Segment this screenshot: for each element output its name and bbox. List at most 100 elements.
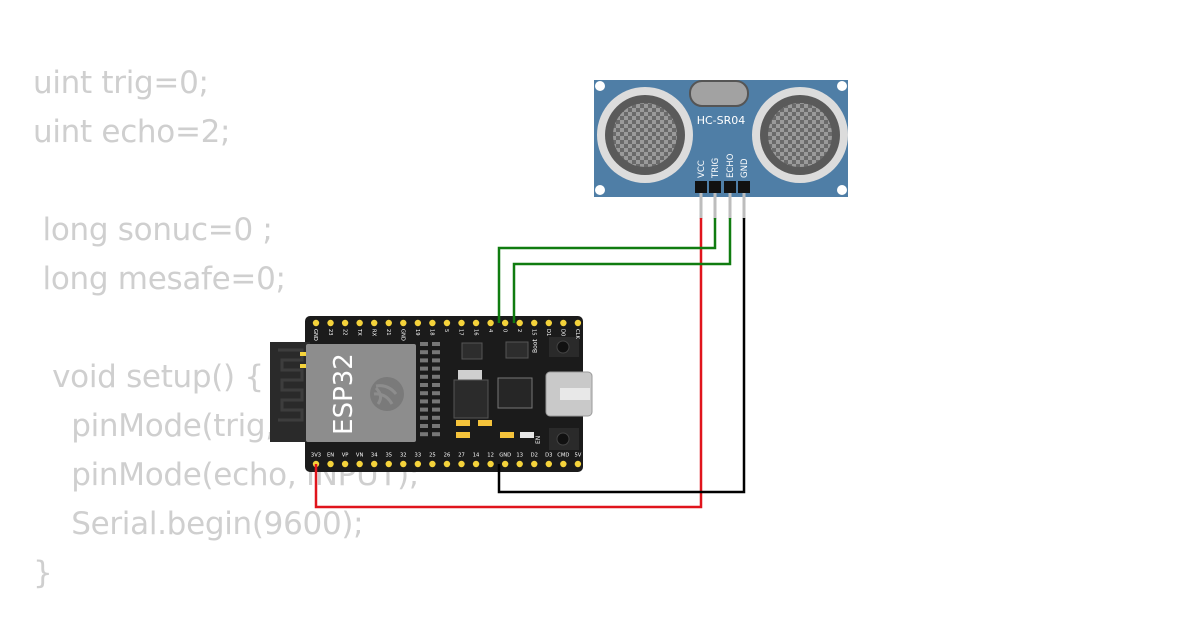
- esp32-pin-top[interactable]: [545, 319, 552, 327]
- castellation-pad: [432, 366, 440, 371]
- hc-sr04-pin[interactable]: [728, 193, 732, 219]
- esp32-pin-bottom[interactable]: [341, 460, 349, 468]
- esp32-pin-top[interactable]: [443, 319, 451, 327]
- esp32-pin-bottom[interactable]: [429, 460, 436, 468]
- antenna-trace: [278, 348, 304, 422]
- code-line: long mesafe=0;: [33, 261, 286, 297]
- esp32-pin-top[interactable]: [429, 319, 436, 327]
- esp32-pin-label-bottom: VN: [356, 453, 364, 459]
- en-label: EN: [535, 436, 542, 444]
- esp32-pin-label-top: 23: [327, 329, 333, 336]
- esp32-pin-bottom[interactable]: [385, 460, 392, 468]
- esp32-pin-top[interactable]: [385, 319, 392, 327]
- esp32-pin-top[interactable]: [312, 319, 320, 327]
- esp32-pin-bottom[interactable]: [414, 460, 422, 468]
- boot-button[interactable]: [556, 340, 570, 354]
- castellation-pad: [432, 407, 440, 412]
- esp32-pin-label-top: 2: [516, 329, 522, 332]
- esp32-pin-label-top: 0: [501, 329, 507, 332]
- led-status: [478, 420, 492, 426]
- esp32-pin-top[interactable]: [356, 319, 363, 327]
- esp32-pin-label-bottom: D2: [531, 453, 538, 459]
- esp32-pin-bottom[interactable]: [400, 460, 407, 468]
- esp32-pin-label-top: CLK: [574, 329, 580, 340]
- wire-vcc[interactable]: [314, 218, 703, 509]
- led-power: [456, 420, 470, 426]
- esp32-pin-top[interactable]: [574, 319, 582, 327]
- castellation-pad: [420, 350, 428, 355]
- hc-sr04-pin[interactable]: [713, 193, 717, 219]
- esp32-pin-label-bottom: 12: [487, 453, 494, 459]
- transducer-left: [597, 87, 693, 183]
- resistor-2: [500, 432, 514, 438]
- transducer-right: [752, 87, 848, 183]
- castellation-pad: [420, 374, 428, 379]
- esp32-pin-top[interactable]: [400, 319, 407, 327]
- castellation-pad: [420, 415, 428, 420]
- esp32-pin-label-bottom: CMD: [557, 453, 569, 459]
- hc-sr04-pin[interactable]: [742, 193, 746, 219]
- esp32-pin-label-bottom: 14: [473, 453, 480, 459]
- esp32-pin-top[interactable]: [472, 319, 480, 327]
- esp32-pin-top[interactable]: [327, 319, 334, 327]
- esp32-pin-label-top: 15: [530, 329, 536, 336]
- esp32-pin-label-top: 17: [458, 329, 464, 336]
- esp32-pin-top[interactable]: [458, 319, 465, 327]
- esp32-pin-label-top: 22: [341, 329, 347, 336]
- hc-sr04-pin-housing: [695, 181, 707, 193]
- esp32-pin-top[interactable]: [516, 319, 523, 327]
- module-castellations: [300, 342, 440, 437]
- esp32-pin-bottom[interactable]: [487, 460, 494, 468]
- esp32-pin-top[interactable]: [487, 319, 494, 327]
- esp32-pin-bottom[interactable]: [356, 460, 363, 468]
- esp32-pin-label-bottom: 25: [429, 453, 436, 459]
- esp32-pin-label-bottom: 34: [371, 453, 378, 459]
- esp32-antenna-area: [270, 342, 310, 442]
- esp32-pin-bottom[interactable]: [516, 460, 523, 468]
- esp32-pin-bottom[interactable]: [443, 460, 451, 468]
- esp32-pin-label-top: 4: [487, 329, 493, 333]
- esp32-pin-top[interactable]: [560, 319, 567, 327]
- esp32-pin-bottom[interactable]: [574, 460, 582, 468]
- hc-sr04-pin-label: TRIG: [711, 158, 721, 179]
- crystal-oscillator: [689, 80, 749, 107]
- esp32-pin-bottom[interactable]: [531, 460, 538, 468]
- esp32-pin-top[interactable]: [414, 319, 422, 327]
- esp32-pin-bottom[interactable]: [545, 460, 552, 468]
- mount-hole-br: [837, 185, 847, 195]
- esp32-module-shield: [306, 344, 416, 442]
- esp32-pin-bottom[interactable]: [458, 460, 465, 468]
- esp32-pin-label-top: RX: [370, 329, 376, 337]
- micro-usb-opening: [560, 388, 590, 400]
- esp32-pin-label-bottom: GND: [499, 453, 511, 459]
- esp32-pin-top[interactable]: [501, 319, 509, 327]
- esp32-pin-top[interactable]: [341, 319, 349, 327]
- esp32-pin-bottom[interactable]: [472, 460, 480, 468]
- esp32-pin-label-top: 21: [385, 329, 391, 336]
- code-line: uint echo=2;: [33, 114, 231, 150]
- wire-gnd[interactable]: [497, 218, 746, 494]
- esp32-pin-bottom[interactable]: [371, 460, 378, 468]
- wire-trig[interactable]: [497, 218, 717, 323]
- hc-sr04-title: HC-SR04: [697, 114, 746, 127]
- esp32-pin-top[interactable]: [371, 319, 378, 327]
- esp32-pin-label-top: 5: [443, 329, 449, 332]
- esp32-pin-bottom[interactable]: [327, 460, 334, 468]
- mount-hole-bl: [595, 185, 605, 195]
- esp32-pin-label-top: D1: [545, 329, 551, 336]
- castellation-pad: [420, 424, 428, 428]
- wire-echo[interactable]: [512, 218, 732, 323]
- esp32-pin-top[interactable]: [531, 319, 538, 327]
- code-line: Serial.begin(9600);: [33, 506, 364, 542]
- esp32-pin-label-bottom: VP: [342, 453, 349, 459]
- castellation-pad: [432, 415, 440, 420]
- esp32-pin-bottom[interactable]: [560, 460, 567, 468]
- esp32-pin-bottom[interactable]: [501, 460, 509, 468]
- hc-sr04-pin[interactable]: [699, 193, 703, 219]
- esp32-pin-label-top: TX: [356, 328, 362, 336]
- en-button[interactable]: [556, 432, 570, 446]
